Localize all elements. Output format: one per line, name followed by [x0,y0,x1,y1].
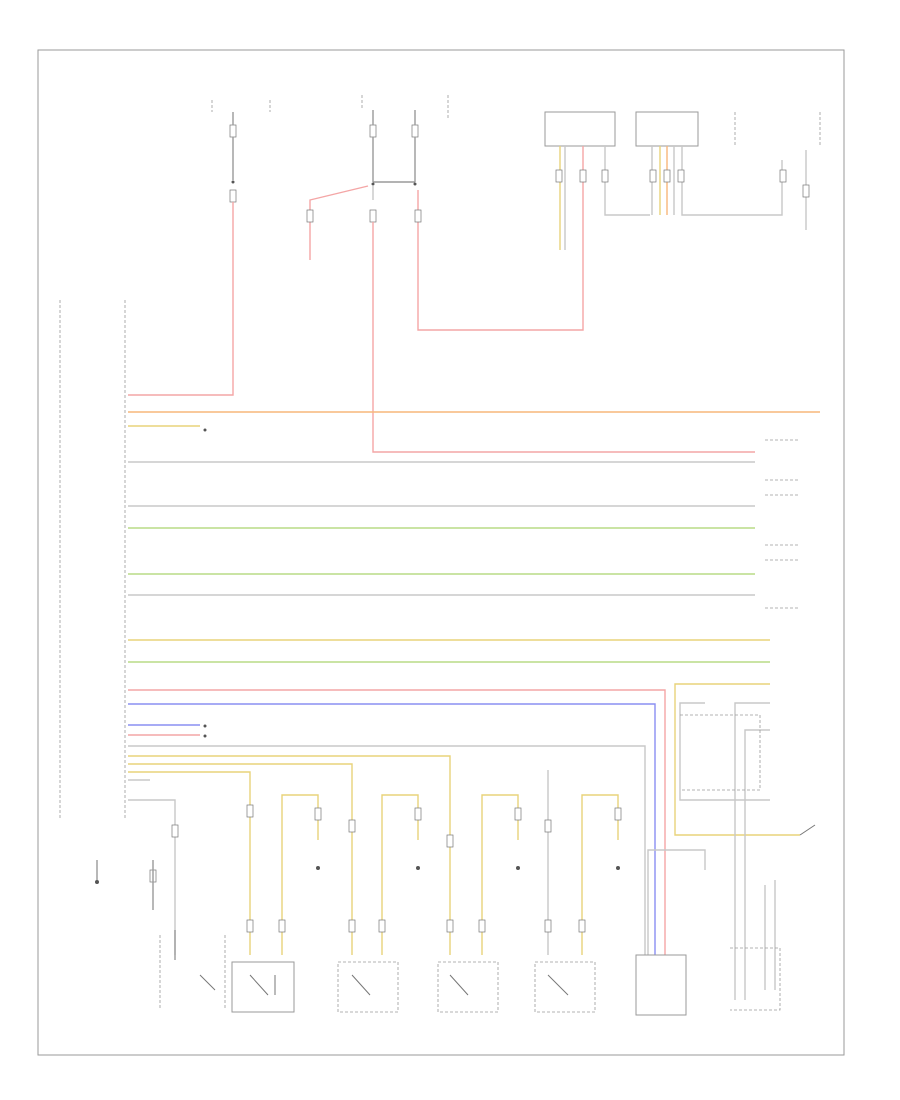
left-switch [159,935,226,1010]
clutch-module [635,954,687,1016]
top-wires [306,146,810,331]
bottom-switch-2 [337,961,399,1013]
fuse-block-left [211,100,271,203]
top-module-1 [544,111,616,147]
right-components [680,439,816,1011]
left-module-outline [59,300,126,820]
main-harness [128,202,820,1000]
bottom-switch-1 [231,961,295,1013]
branch-connectors [246,804,622,933]
top-module-2 [635,111,699,147]
bottom-switch-3 [437,961,499,1013]
bottom-switch-4 [534,961,596,1013]
fuse-block-center [361,95,449,186]
left-ground [95,824,179,960]
diagram-frame [37,49,845,1056]
